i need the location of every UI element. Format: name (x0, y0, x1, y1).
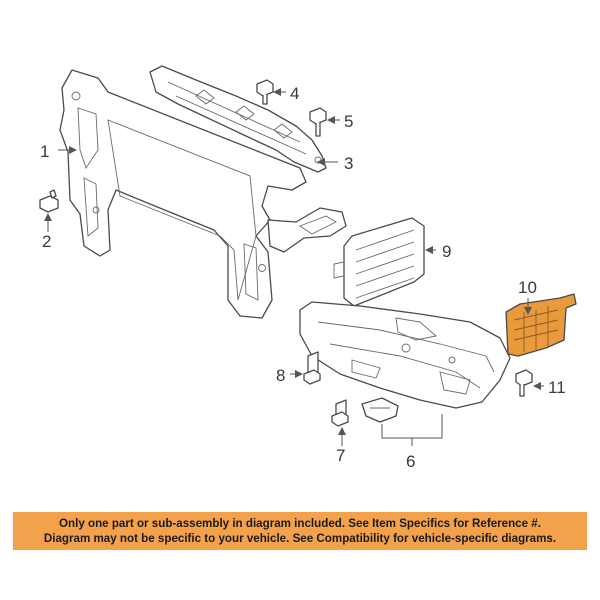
air-deflector (333, 217, 425, 307)
callout-6: 6 (406, 452, 415, 471)
bolt-part-4 (256, 79, 274, 105)
callout-8: 8 (276, 366, 285, 385)
under-cover (299, 301, 511, 409)
bolt-part-11 (515, 369, 533, 397)
bolt-part-8 (303, 351, 321, 385)
callout-5: 5 (344, 112, 353, 131)
disclaimer-line-1: Only one part or sub-assembly in diagram… (59, 517, 541, 530)
upper-bracket (149, 65, 327, 173)
disclaimer-banner: Only one part or sub-assembly in diagram… (13, 512, 587, 550)
callout-11: 11 (548, 378, 566, 397)
callout-2: 2 (42, 232, 51, 251)
bolt-part-7 (331, 399, 349, 427)
callout-7: 7 (336, 446, 345, 465)
callout-10: 10 (518, 278, 537, 297)
callout-labels: 1 2 3 4 5 6 7 8 9 10 11 (40, 84, 566, 471)
side-cover-bracket (505, 293, 577, 357)
callout-3: 3 (344, 154, 353, 173)
leader-lines (44, 88, 544, 446)
callout-1: 1 (40, 142, 49, 161)
radiator-support-frame (59, 69, 347, 319)
disclaimer-line-2: Diagram may not be specific to your vehi… (43, 532, 557, 545)
callout-9: 9 (442, 242, 451, 261)
bracket-part-6-small (361, 397, 399, 423)
bolt-part-5 (309, 107, 327, 137)
callout-4: 4 (290, 84, 299, 103)
clip-part-2 (39, 189, 59, 213)
